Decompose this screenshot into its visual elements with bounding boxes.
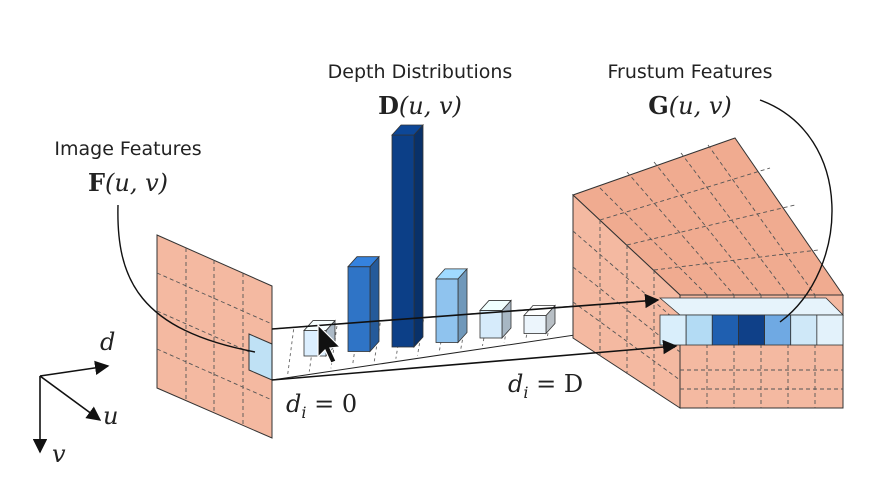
frustum-volume: [572, 137, 844, 409]
frustum-features-title: Frustum Features: [607, 61, 773, 83]
ray-grid-dash: [330, 326, 338, 369]
frustum-args: (u, v): [668, 92, 732, 120]
axis-v-label: v: [52, 440, 66, 468]
frustum-features-symbol: G(u, v): [580, 91, 800, 120]
dD-var: d: [508, 370, 524, 398]
depth-distributions-title: Depth Distributions: [327, 61, 513, 83]
image-feature-plane: [156, 234, 273, 439]
depth-bin-bar: [523, 304, 556, 335]
axis-arrows: [32, 360, 110, 454]
depth-start-label: di = 0: [286, 390, 357, 422]
frustum-row-cell: [816, 314, 844, 346]
frustum-row-cell: [790, 314, 818, 346]
image-features-leader: [117, 204, 256, 353]
depth-bin-bar: [347, 255, 380, 353]
depth-bin-bar: [435, 267, 468, 344]
axis-u-label: u: [103, 402, 119, 430]
depth-sym: D: [378, 91, 399, 120]
frustum-sym: G: [648, 91, 669, 120]
axis-d-label: d: [100, 328, 116, 356]
frustum-row-cell: [738, 314, 765, 346]
frustum-row-cell: [685, 314, 713, 346]
depth-args: (u, v): [398, 92, 462, 120]
d0-eq: = 0: [306, 390, 358, 418]
d0-sub: i: [301, 402, 307, 422]
frustum-row-cell: [711, 314, 739, 346]
image-features-sym: F: [87, 168, 106, 197]
ray-grid-dash: [287, 329, 295, 375]
mouse-cursor-icon: [317, 323, 342, 364]
depth-bin-bar: [391, 123, 424, 349]
frustum-features-leader: [759, 99, 833, 323]
frustum-row-cell: [764, 314, 792, 346]
depth-end-label: di = D: [508, 370, 583, 402]
depth-bin-bar: [479, 299, 512, 340]
dD-sub: i: [523, 382, 529, 402]
ray-arrow-bottom: [271, 339, 678, 381]
depth-distributions-symbol: D(u, v): [300, 91, 540, 120]
image-features-args: (u, v): [105, 169, 169, 197]
frustum-row-cell: [659, 314, 687, 346]
d0-var: d: [286, 390, 302, 418]
dD-eq: = D: [528, 370, 584, 398]
depth-distribution-bars: [303, 123, 556, 358]
image-features-symbol: F(u, v): [28, 168, 228, 197]
ray-arrow-top: [271, 293, 660, 330]
image-features-title: Image Features: [54, 138, 202, 160]
ray-grid-dash: [481, 314, 489, 346]
ray-grid-dash: [503, 312, 511, 343]
